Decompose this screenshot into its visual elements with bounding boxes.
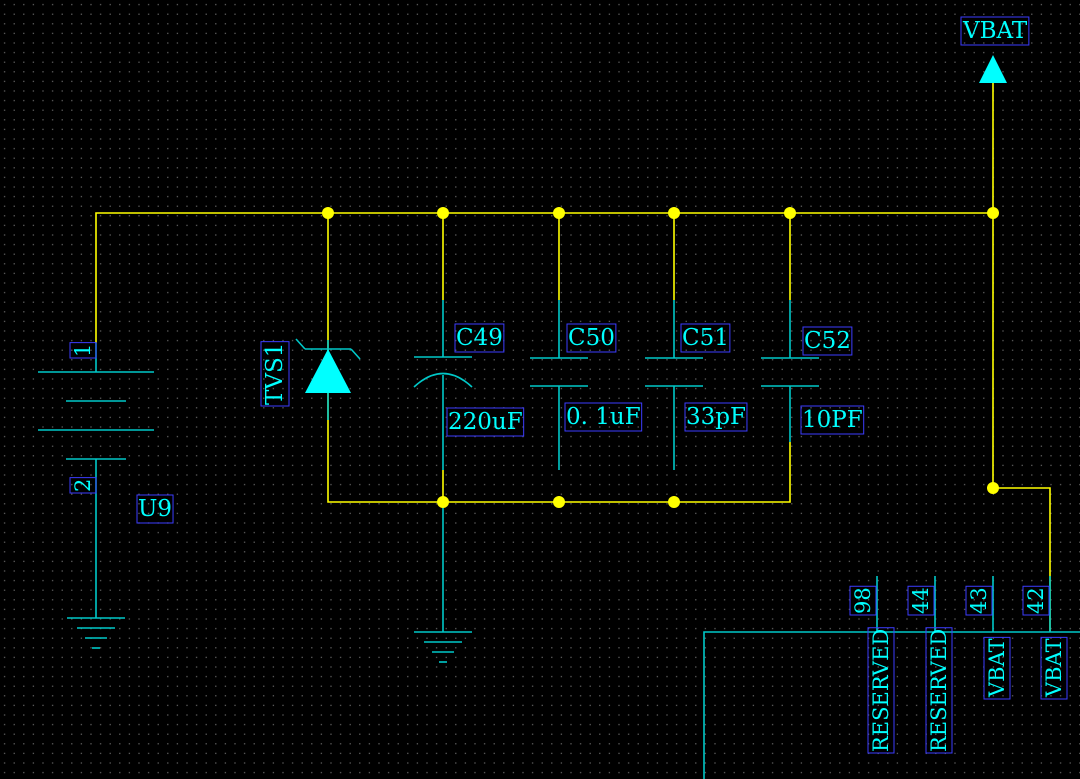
label-box [867,627,895,754]
ic-body [703,576,1080,779]
junction-dot [437,207,449,219]
label-box [925,627,953,754]
label-box [983,636,1011,700]
label-box [69,342,97,359]
ic-pin-number-42: 42 [1024,587,1048,614]
label-box [849,585,877,616]
junction-dot [668,496,680,508]
c52-value[interactable]: 10PF [802,407,863,433]
label-box [446,407,525,437]
c50-value[interactable]: 0. 1uF [566,404,641,430]
label-box [566,323,617,353]
ground-icon [414,502,472,663]
label-box [454,323,505,353]
c51-capacitor-symbol [645,300,703,470]
label-box [136,494,174,524]
junctions [322,207,999,508]
ic-pin-name-43: VBAT [985,638,1009,698]
tvs1-designator[interactable]: TVS1 [262,343,288,405]
junction-dot [437,496,449,508]
c50-capacitor-symbol [530,300,588,470]
label-box [1040,636,1068,700]
ground-icon [67,617,125,649]
ic-pin-name-42: VBAT [1042,638,1066,698]
c50-designator[interactable]: C50 [568,325,615,351]
label-box [960,16,1030,46]
ic-pin-name-44: RESERVED [927,629,951,752]
ic-pin-name-98: RESERVED [869,629,893,752]
label-box [680,323,731,353]
junction-dot [668,207,680,219]
c49-value[interactable]: 220uF [448,409,523,435]
junction-dot [553,207,565,219]
label-box [564,402,643,432]
label-boxes [69,16,1068,754]
ic-pin-number-98: 98 [851,587,875,614]
ic-pin-number-44: 44 [909,587,933,614]
junction-dot [322,207,334,219]
label-box [1022,585,1050,616]
u9-pin1-number: 1 [71,344,95,357]
c52-capacitor-symbol [761,300,819,442]
label-box [260,341,290,407]
ic-pin-number-43: 43 [967,587,991,614]
u9-designator[interactable]: U9 [138,496,172,522]
c49-designator[interactable]: C49 [456,325,503,351]
junction-dot [784,207,796,219]
label-box [69,477,97,494]
triangle-arrow-up-icon [979,55,1007,83]
u9-battery-symbol [38,343,154,618]
c51-designator[interactable]: C51 [682,325,729,351]
label-box [684,402,748,432]
power-port-label[interactable]: VBAT [962,18,1028,44]
label-box [802,326,853,356]
junction-dot [987,207,999,219]
c52-designator[interactable]: C52 [804,328,851,354]
c49-capacitor-symbol [413,300,473,470]
c51-value[interactable]: 33pF [686,404,746,430]
label-box [907,585,935,616]
tvs-diode-icon [295,338,361,420]
u9-pin2-number: 2 [71,479,95,492]
label-box [965,585,993,616]
junction-dot [553,496,565,508]
wire-top-rail [95,212,993,343]
junction-dot [987,482,999,494]
label-box [800,405,865,435]
